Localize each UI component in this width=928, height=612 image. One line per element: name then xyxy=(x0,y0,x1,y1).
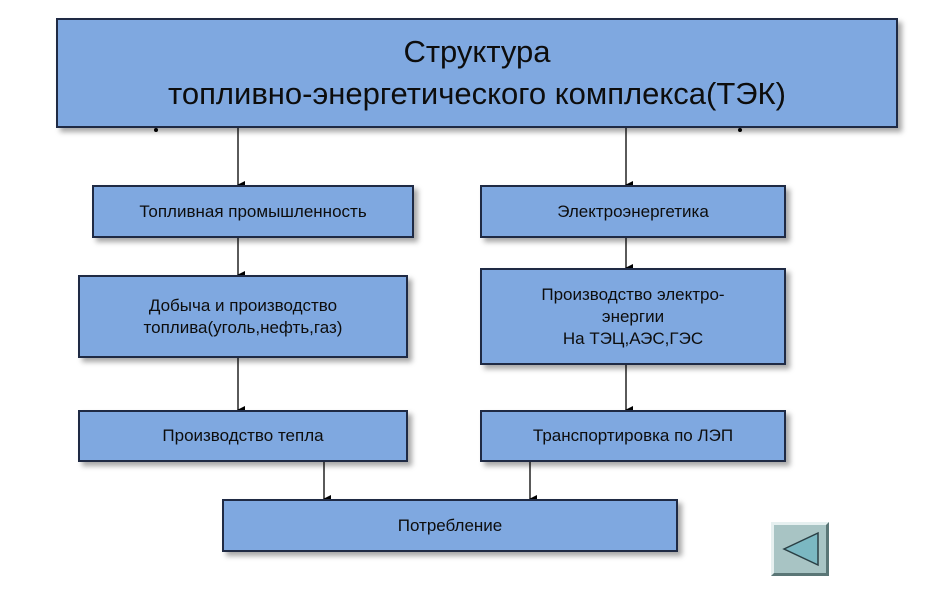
node-electric-power: Электроэнергетика xyxy=(480,185,786,238)
back-button[interactable] xyxy=(771,522,829,576)
node-heat-production-label: Производство тепла xyxy=(162,426,324,445)
node-consumption-label: Потребление xyxy=(397,515,503,535)
connector-dot xyxy=(154,128,158,132)
node-electricity-production: Производство электро- энергии На ТЭЦ,АЭС… xyxy=(480,268,786,365)
node-heat-production: Производство тепла xyxy=(78,410,408,462)
node-transport: Транспортировка по ЛЭП xyxy=(480,410,786,462)
connector-dot xyxy=(738,128,742,132)
node-transport-label: Транспортировка по ЛЭП xyxy=(532,426,734,445)
node-fuel-extraction-label: Добыча и производство топлива(уголь,нефт… xyxy=(143,295,343,337)
diagram-title-text: Структура топливно-энергетического компл… xyxy=(168,34,786,111)
triangle-left-icon xyxy=(782,531,819,567)
diagram-title: Структура топливно-энергетического компл… xyxy=(56,18,898,128)
node-electric-power-label: Электроэнергетика xyxy=(557,201,709,221)
node-electricity-production-label: Производство электро- энергии На ТЭЦ,АЭС… xyxy=(541,284,725,348)
node-fuel-industry: Топливная промышленность xyxy=(92,185,414,238)
node-consumption: Потребление xyxy=(222,499,678,552)
node-fuel-extraction: Добыча и производство топлива(уголь,нефт… xyxy=(78,275,408,358)
node-fuel-industry-label: Топливная промышленность xyxy=(139,201,367,221)
